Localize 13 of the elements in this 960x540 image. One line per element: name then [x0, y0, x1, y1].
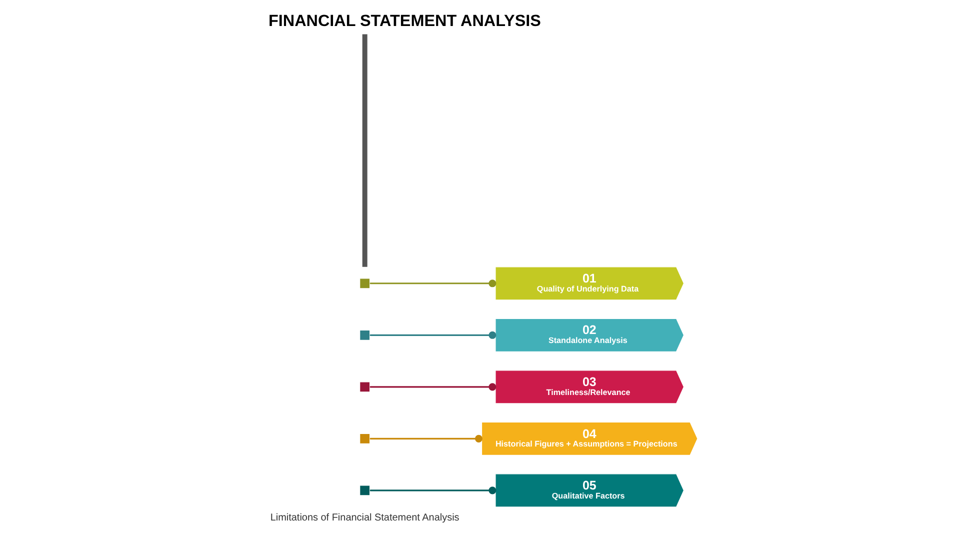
node-box	[359, 278, 370, 289]
connector	[369, 331, 496, 339]
label: Limitations of Financial Statement Analysis	[270, 512, 459, 524]
connector	[369, 434, 482, 442]
diagram-title: FINANCIAL STATEMENT ANALYSIS	[268, 12, 540, 30]
node-box	[359, 433, 370, 444]
connector	[369, 383, 496, 391]
connector	[369, 486, 496, 494]
node-box	[359, 485, 370, 496]
node-bar	[361, 34, 368, 268]
node-box	[359, 330, 370, 340]
connector	[369, 280, 496, 288]
node-box	[359, 382, 370, 392]
